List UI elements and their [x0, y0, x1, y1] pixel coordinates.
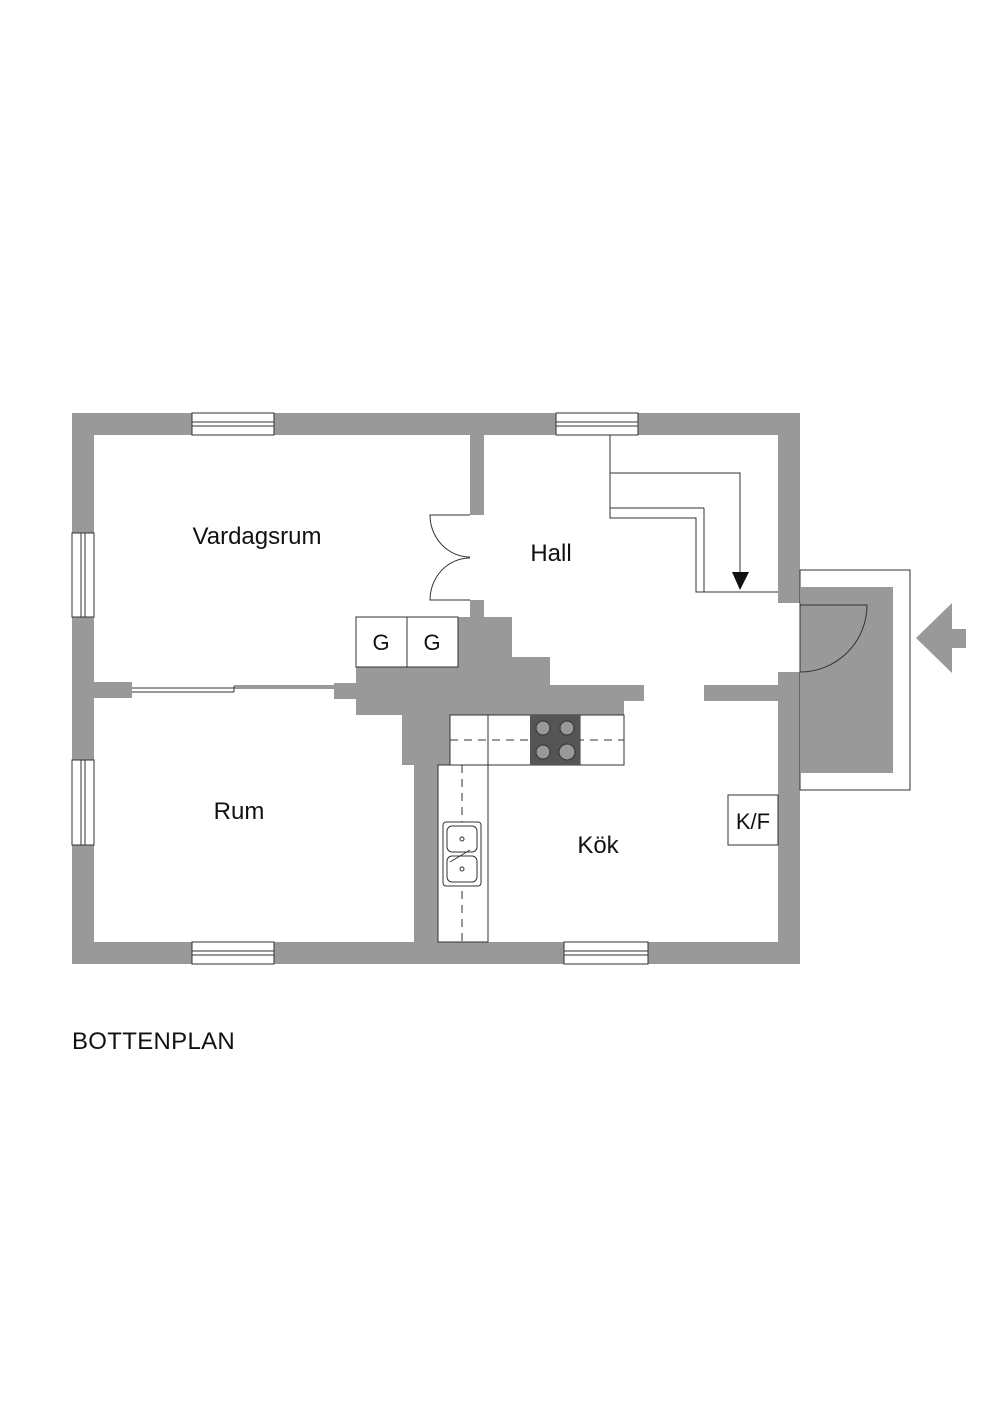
- room-label-rum: Rum: [214, 798, 265, 825]
- wall-top-segment: [638, 413, 800, 435]
- wardrobe-label: G: [372, 630, 389, 655]
- wall-left-segment: [72, 413, 94, 533]
- double-door: [429, 514, 471, 601]
- windows: [71, 412, 649, 965]
- wall-hall-west-lower: [470, 600, 484, 618]
- wall-bottom-segment: [72, 942, 192, 964]
- wardrobe-box: [406, 616, 459, 668]
- room-label-hall: Hall: [530, 540, 571, 567]
- plan-title: BOTTENPLAN: [72, 1028, 236, 1055]
- burner-icon: [559, 720, 575, 736]
- window-bottom-kitchen: [563, 941, 649, 965]
- wall-bottom-segment: [274, 942, 564, 964]
- wall-hall-west: [470, 435, 484, 515]
- window-top-left: [191, 412, 275, 436]
- room-label-kok: Kök: [577, 832, 619, 859]
- window-left-upper: [71, 532, 95, 618]
- wall-top-segment: [274, 413, 556, 435]
- window-left-lower: [71, 759, 95, 846]
- wall-right-segment: [778, 672, 800, 964]
- sink: [442, 821, 482, 887]
- wall-right-segment: [778, 413, 800, 603]
- wardrobe-label: G: [423, 630, 440, 655]
- wardrobes: [355, 616, 459, 668]
- wall-left-segment: [72, 617, 94, 760]
- central-chimney-mass: [334, 617, 644, 765]
- wardrobe-box: [355, 616, 408, 668]
- interior-walls: [94, 435, 778, 942]
- wall-top-segment: [72, 413, 192, 435]
- window-top-hall: [555, 412, 639, 436]
- staircase: [609, 435, 778, 593]
- burner-icon: [535, 720, 551, 736]
- stair-arrow-icon: [732, 572, 749, 590]
- wall-left-segment: [72, 845, 94, 964]
- burner-icon: [535, 744, 551, 760]
- fridge-freezer-box: [727, 794, 779, 846]
- wall-kitchen-north: [704, 685, 778, 701]
- wall-rum-east: [414, 765, 438, 942]
- entrance-arrow-icon: [916, 603, 966, 673]
- wall-bottom-segment: [648, 942, 800, 964]
- entrance-porch: [799, 569, 966, 791]
- room-label-vardagsrum: Vardagsrum: [193, 523, 322, 550]
- outer-walls: [72, 413, 800, 964]
- burner-icon: [558, 743, 576, 761]
- fridge-freezer-label: K/F: [736, 809, 770, 834]
- sliding-door: [132, 685, 334, 693]
- wall-rooms-divider: [94, 682, 132, 698]
- stove: [530, 715, 580, 765]
- window-bottom-left: [191, 941, 275, 965]
- entrance-door: [799, 603, 868, 673]
